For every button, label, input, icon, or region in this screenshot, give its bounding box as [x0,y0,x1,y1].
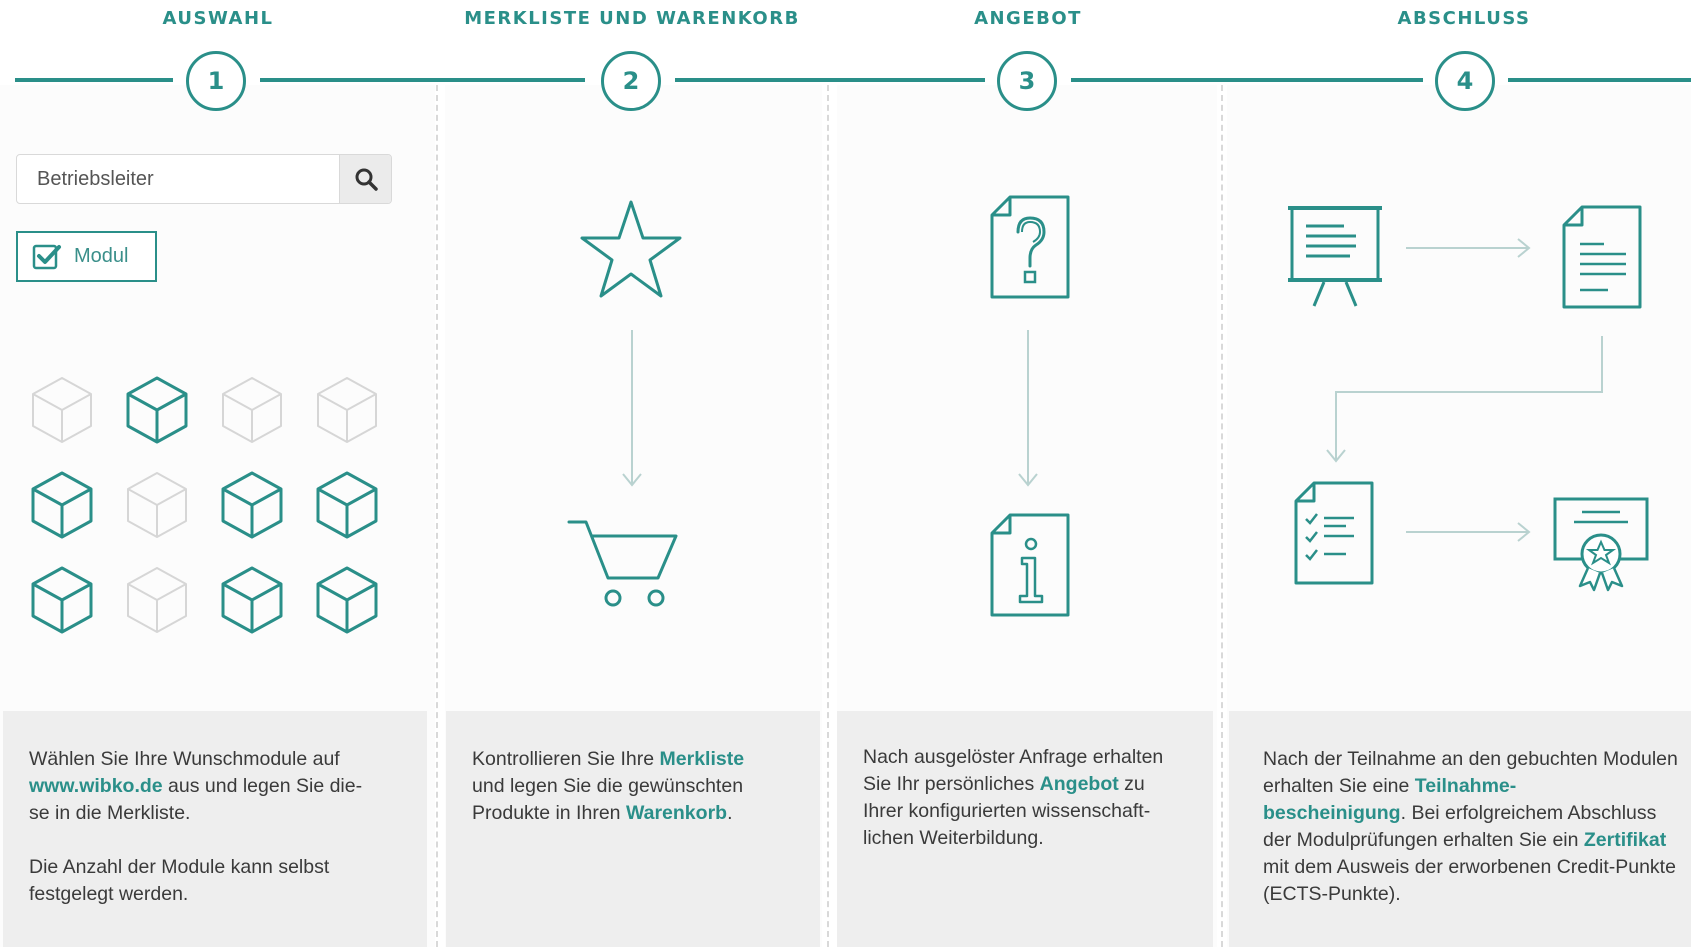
timeline-line [260,78,585,82]
timeline-line [1071,78,1423,82]
timeline-line [675,78,985,82]
presentation-board-icon [1288,206,1382,307]
timeline-line [1508,78,1691,82]
column-separator [1221,85,1223,947]
document-text-icon [1562,205,1642,309]
shopping-cart-icon [567,520,678,607]
arrow-down-icon [1018,330,1038,487]
step-number-2: 2 [601,51,661,111]
arrow-right-icon [1406,522,1531,542]
angebot-link[interactable]: Angebot [1039,773,1119,795]
timeline-line [15,78,173,82]
search-button[interactable] [339,155,391,203]
arrow-down-icon [622,330,642,487]
description-step-2: Kontrollieren Sie Ihre Merkliste und leg… [446,711,820,947]
teilnahmebescheinigung-link[interactable]: Teilnahme- [1414,775,1517,797]
description-text: aus und legen Sie die- [162,775,363,797]
module-cube-icon [317,377,377,443]
module-cubes-grid [31,376,378,634]
description-step-3: Nach ausgelöster Anfrage erhalten Sie Ih… [837,711,1213,947]
description-text: mit dem Ausweis der erworbenen Credit-Pu… [1263,856,1676,905]
search-input[interactable]: Betriebsleiter [37,168,154,190]
description-text: se in die Merkliste. [29,802,191,824]
warenkorb-link[interactable]: Warenkorb [625,802,728,824]
description-text: Wählen Sie Ihre Wunschmodule auf [29,748,340,770]
description-text: Kontrollieren Sie Ihre [472,748,660,770]
module-cube-selected-icon [316,471,378,539]
step-number-1: 1 [186,51,246,111]
description-step-1: Wählen Sie Ihre Wunschmodule auf www.wib… [3,711,427,947]
search-icon [355,168,378,191]
module-cube-selected-icon [221,471,283,539]
description-text: . Bei erfolgreichem Abschluss der Modulp… [1263,802,1657,851]
document-question-icon [990,195,1070,299]
module-cube-icon [127,567,187,633]
step-title-abschluss: ABSCHLUSS [1397,8,1531,29]
step-title-angebot: ANGEBOT [974,8,1082,29]
column-separator [827,85,829,947]
star-icon [580,200,682,298]
module-cube-selected-icon [316,566,378,634]
arrow-right-icon [1406,238,1531,258]
module-cube-selected-icon [221,566,283,634]
module-cube-selected-icon [126,376,188,444]
description-text: Nach ausgelöster Anfrage erhalten Sie Ih… [863,746,1164,795]
step-number-3: 3 [997,51,1057,111]
elbow-arrow-icon [1326,336,1603,463]
module-cube-selected-icon [31,471,93,539]
zertifikat-link[interactable]: Zertifikat [1583,829,1667,851]
description-text: . [727,802,733,824]
description-text: und legen Sie die gewünschten Produkte i… [472,775,744,824]
search-box[interactable]: Betriebsleiter [16,154,392,204]
description-text: Nach der Teilnahme an den gebuchten Modu… [1263,748,1678,797]
description-text: zu Ihrer konfigurierten wissenschaft- [863,773,1151,822]
step-number-4: 4 [1435,51,1495,111]
module-filter-checkbox[interactable]: Modul [16,231,157,282]
description-step-4: Nach der Teilnahme an den gebuchten Modu… [1229,711,1691,947]
module-cube-icon [222,377,282,443]
description-text: lichen Weiterbildung. [863,827,1044,849]
description-text: Die Anzahl der Module kann selbst festge… [29,856,330,905]
step-title-auswahl: AUSWAHL [162,8,274,29]
module-cube-icon [127,472,187,538]
teilnahmebescheinigung-link-continued[interactable]: bescheinigung [1263,802,1401,824]
step-title-merkliste-warenkorb: MERKLISTE UND WARENKORB [464,8,800,29]
module-cube-icon [32,377,92,443]
column-separator [436,85,438,947]
module-cube-selected-icon [31,566,93,634]
merkliste-link[interactable]: Merkliste [659,748,745,770]
checkbox-checked-icon[interactable] [32,243,62,271]
website-link[interactable]: www.wibko.de [29,775,163,797]
document-info-icon [990,513,1070,617]
certificate-icon [1553,497,1649,592]
checklist-document-icon [1294,481,1374,585]
checkbox-label: Modul [74,245,129,267]
